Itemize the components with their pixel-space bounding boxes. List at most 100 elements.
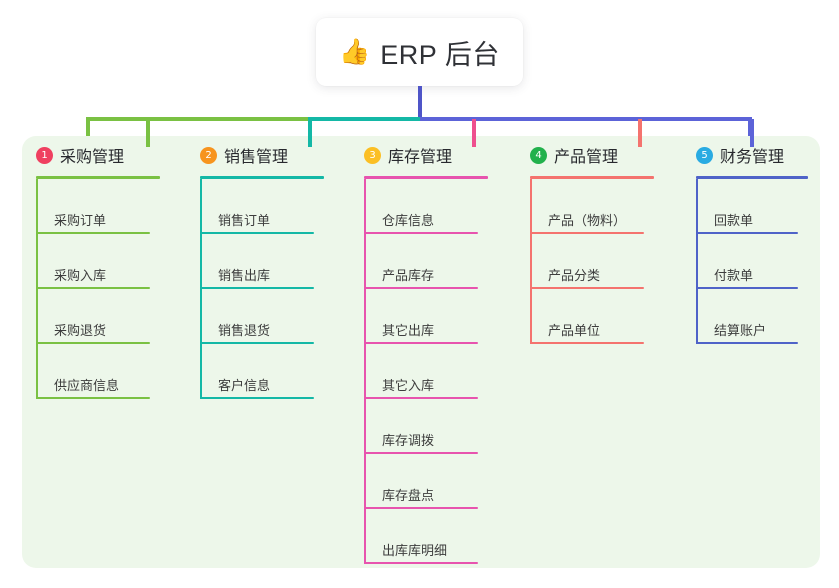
leaf-item[interactable]: 采购退货 [22, 289, 182, 344]
branch-column-5: 5 财务管理回款单付款单结算账户 [682, 136, 822, 344]
branch-rule-5 [696, 176, 808, 179]
branch-drop-2 [308, 119, 312, 147]
leaf-rule [36, 397, 150, 399]
leaf-rule [364, 507, 478, 509]
leaf-item[interactable]: 其它出库 [350, 289, 510, 344]
leaf-rule [364, 452, 478, 454]
leaf-rule [200, 397, 314, 399]
bus-segment-3 [420, 117, 752, 121]
bus-cap-left [86, 119, 90, 147]
leaf-item[interactable]: 结算账户 [682, 289, 822, 344]
leaf-label: 回款单 [714, 213, 754, 228]
leaf-item[interactable]: 销售退货 [186, 289, 346, 344]
branch-header-5[interactable]: 5 财务管理 [682, 136, 822, 174]
branch-items-3: 仓库信息产品库存其它出库其它入库库存调拨库存盘点出库库明细 [350, 179, 510, 564]
root-title: ERP 后台 [380, 39, 500, 70]
leaf-label: 销售订单 [218, 213, 271, 228]
leaf-rule [36, 342, 150, 344]
leaf-item[interactable]: 供应商信息 [22, 344, 182, 399]
branch-spine-2 [200, 179, 202, 399]
bus-segment-2 [308, 117, 420, 121]
leaf-item[interactable]: 产品分类 [516, 234, 676, 289]
leaf-item[interactable]: 付款单 [682, 234, 822, 289]
branch-column-1: 1 采购管理采购订单采购入库采购退货供应商信息 [22, 136, 182, 399]
branch-header-4[interactable]: 4 产品管理 [516, 136, 676, 174]
leaf-item[interactable]: 客户信息 [186, 344, 346, 399]
branch-spine-1 [36, 179, 38, 399]
leaf-label: 采购入库 [54, 268, 107, 283]
thumbs-up-icon: 👍 [339, 37, 371, 66]
leaf-item[interactable]: 采购订单 [22, 179, 182, 234]
root-node[interactable]: 👍 ERP 后台 [316, 18, 523, 86]
leaf-label: 产品分类 [548, 268, 601, 283]
branch-header-1[interactable]: 1 采购管理 [22, 136, 182, 174]
leaf-item[interactable]: 产品单位 [516, 289, 676, 344]
branch-header-3[interactable]: 3 库存管理 [350, 136, 510, 174]
leaf-label: 采购退货 [54, 323, 107, 338]
branch-rule-3 [364, 176, 488, 179]
leaf-label: 仓库信息 [382, 213, 435, 228]
leaf-item[interactable]: 仓库信息 [350, 179, 510, 234]
leaf-item[interactable]: 产品（物料） [516, 179, 676, 234]
leaf-label: 库存盘点 [382, 488, 435, 503]
branch-badge-3: 3 [364, 146, 381, 164]
branch-drop-3 [472, 119, 476, 147]
leaf-rule [364, 232, 478, 234]
branch-title-3: 库存管理 [388, 149, 453, 166]
leaf-label: 销售出库 [218, 268, 271, 283]
leaf-rule [36, 287, 150, 289]
leaf-item[interactable]: 回款单 [682, 179, 822, 234]
branch-spine-3 [364, 179, 366, 564]
leaf-label: 产品（物料） [548, 213, 627, 228]
leaf-rule [696, 232, 798, 234]
leaf-rule [364, 287, 478, 289]
leaf-label: 库存调拨 [382, 433, 435, 448]
leaf-label: 出库库明细 [382, 543, 448, 558]
leaf-label: 客户信息 [218, 378, 271, 393]
leaf-item[interactable]: 销售出库 [186, 234, 346, 289]
leaf-rule [36, 232, 150, 234]
leaf-item[interactable]: 产品库存 [350, 234, 510, 289]
leaf-rule [200, 287, 314, 289]
leaf-item[interactable]: 销售订单 [186, 179, 346, 234]
branch-column-3: 3 库存管理仓库信息产品库存其它出库其它入库库存调拨库存盘点出库库明细 [350, 136, 510, 564]
leaf-label: 产品单位 [548, 323, 601, 338]
branch-badge-5: 5 [696, 146, 713, 164]
branch-spine-4 [530, 179, 532, 344]
leaf-label: 采购订单 [54, 213, 107, 228]
branch-drop-1 [146, 119, 150, 147]
branch-title-2: 销售管理 [224, 149, 289, 166]
branch-drop-4 [638, 119, 642, 147]
leaf-rule [200, 232, 314, 234]
leaf-label: 付款单 [714, 268, 754, 283]
branch-rule-2 [200, 176, 324, 179]
leaf-rule [530, 232, 644, 234]
leaf-item[interactable]: 出库库明细 [350, 509, 510, 564]
leaf-rule [530, 342, 644, 344]
leaf-label: 销售退货 [218, 323, 271, 338]
branch-rule-1 [36, 176, 160, 179]
leaf-item[interactable]: 其它入库 [350, 344, 510, 399]
leaf-item[interactable]: 库存盘点 [350, 454, 510, 509]
branch-rule-4 [530, 176, 654, 179]
branch-badge-4: 4 [530, 146, 547, 164]
branch-items-5: 回款单付款单结算账户 [682, 179, 822, 344]
branch-spine-5 [696, 179, 698, 344]
leaf-rule [200, 342, 314, 344]
branch-title-4: 产品管理 [554, 149, 619, 166]
leaf-label: 结算账户 [714, 323, 767, 338]
leaf-item[interactable]: 采购入库 [22, 234, 182, 289]
bus-segment-1 [86, 117, 308, 121]
leaf-rule [364, 397, 478, 399]
branch-title-1: 采购管理 [60, 149, 125, 166]
branch-items-4: 产品（物料） 产品分类产品单位 [516, 179, 676, 344]
trunk-stem [418, 86, 422, 119]
branch-title-5: 财务管理 [720, 149, 785, 166]
leaf-item[interactable]: 库存调拨 [350, 399, 510, 454]
branch-items-1: 采购订单采购入库采购退货供应商信息 [22, 179, 182, 399]
branch-badge-1: 1 [36, 146, 53, 164]
